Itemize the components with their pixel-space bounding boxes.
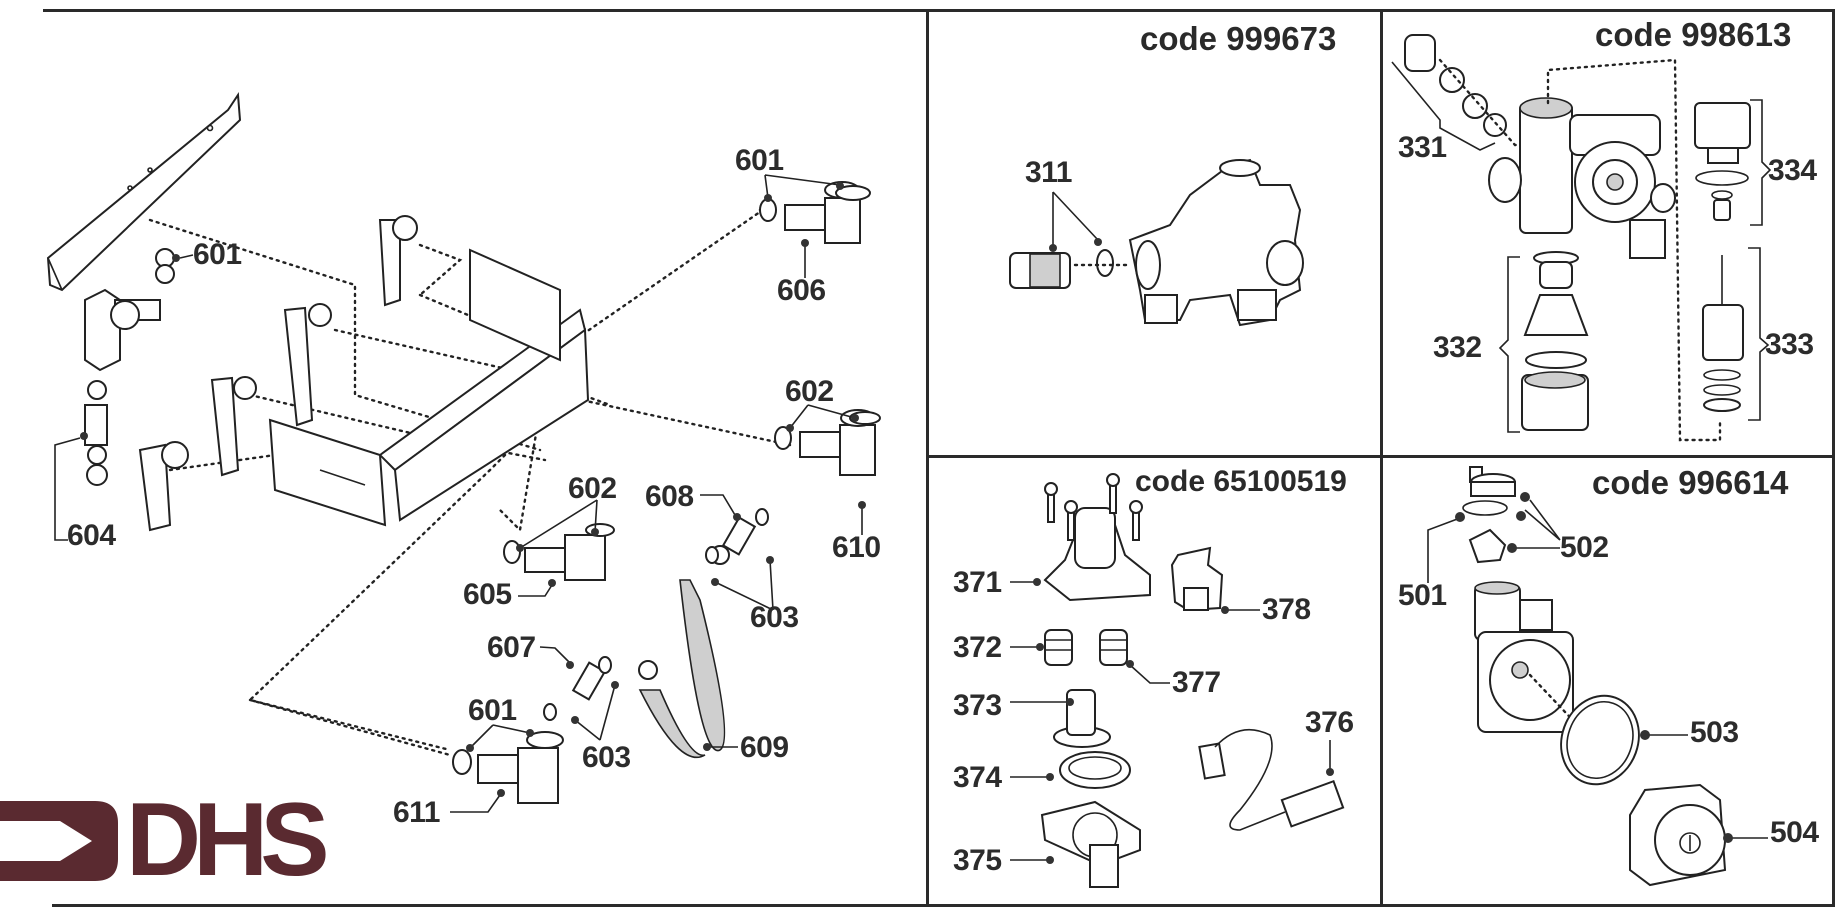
part-label-602: 602: [568, 472, 617, 505]
part-label-377: 377: [1172, 666, 1221, 699]
panel-code-999673: code 999673: [1140, 20, 1337, 57]
logo-text: DHS: [126, 782, 330, 898]
part-label-606: 606: [777, 274, 826, 307]
leader-lines-65100519: [1010, 578, 1334, 864]
part-label-378: 378: [1262, 593, 1311, 626]
part-label-504: 504: [1770, 816, 1819, 849]
panel-code-65100519: code 65100519: [1135, 465, 1347, 498]
part-label-610: 610: [832, 531, 881, 564]
leader-lines: [54, 174, 866, 813]
hose-609: [638, 545, 730, 759]
part-label-374: 374: [953, 761, 1002, 794]
panel-code-998613: code 998613: [1595, 16, 1792, 53]
part-label-334: 334: [1768, 154, 1817, 187]
part-label-502: 502: [1560, 531, 1609, 564]
diaphragm-374: [1059, 751, 1131, 789]
right-border: [1832, 9, 1835, 907]
part-label-603: 603: [750, 601, 799, 634]
kit-331: [1391, 34, 1522, 151]
divider-right: [1380, 9, 1383, 907]
part-label-371: 371: [953, 566, 1002, 599]
part-label-375: 375: [953, 844, 1002, 877]
part-label-608: 608: [645, 480, 694, 513]
springs-372-377: [1044, 629, 1128, 666]
part-label-605: 605: [463, 578, 512, 611]
valve-607-608: [543, 508, 769, 721]
bracket-378: [1170, 546, 1224, 612]
cover-371: [1043, 473, 1151, 602]
part-label-333: 333: [1765, 328, 1814, 361]
valve-610: [774, 409, 881, 476]
divider-main: [926, 9, 929, 907]
part-label-311: 311: [1025, 156, 1072, 189]
pump-body: [1474, 581, 1622, 772]
part-label-604: 604: [67, 519, 116, 552]
valve-body-998613: [1488, 97, 1676, 259]
bottom-border: [52, 904, 1834, 907]
mounting-frame: [268, 248, 590, 527]
part-label-601: 601: [735, 144, 784, 177]
piston-373: [1053, 689, 1111, 748]
part-label-332: 332: [1433, 331, 1482, 364]
vent-501-502: [1427, 466, 1561, 583]
arrow-right-icon: [0, 801, 118, 881]
part-label-602: 602: [785, 375, 834, 408]
valve-604: [84, 380, 108, 486]
valve-611: [452, 731, 564, 804]
base-375: [1040, 800, 1141, 888]
part-label-376: 376: [1305, 706, 1354, 739]
pipe-elbows-center: [138, 215, 418, 532]
top-border: [43, 9, 1834, 12]
wall-bracket: [46, 92, 242, 292]
divider-horizontal: [926, 455, 1834, 458]
part-label-372: 372: [953, 631, 1002, 664]
part-label-607: 607: [487, 631, 536, 664]
panel-code-996614: code 996614: [1592, 464, 1789, 501]
part-label-601: 601: [468, 694, 517, 727]
valve-606: [759, 181, 871, 244]
kit-332: [1498, 251, 1589, 433]
motor-504: [1629, 783, 1768, 887]
kit-333-334: [1546, 58, 1772, 442]
part-label-603: 603: [582, 741, 631, 774]
part-label-609: 609: [740, 731, 789, 764]
part-label-331: 331: [1398, 131, 1447, 164]
o-ring-503: [1560, 694, 1688, 786]
part-label-611: 611: [393, 796, 440, 829]
part-label-503: 503: [1690, 716, 1739, 749]
filter-311: [1009, 191, 1132, 289]
part-label-373: 373: [953, 689, 1002, 722]
cable-376: [1198, 728, 1345, 831]
part-label-501: 501: [1398, 579, 1447, 612]
valve-body-999673: [1128, 158, 1304, 327]
pipe-elbow: [84, 248, 175, 372]
elbow-605: [503, 523, 615, 581]
part-label-601: 601: [193, 238, 242, 271]
